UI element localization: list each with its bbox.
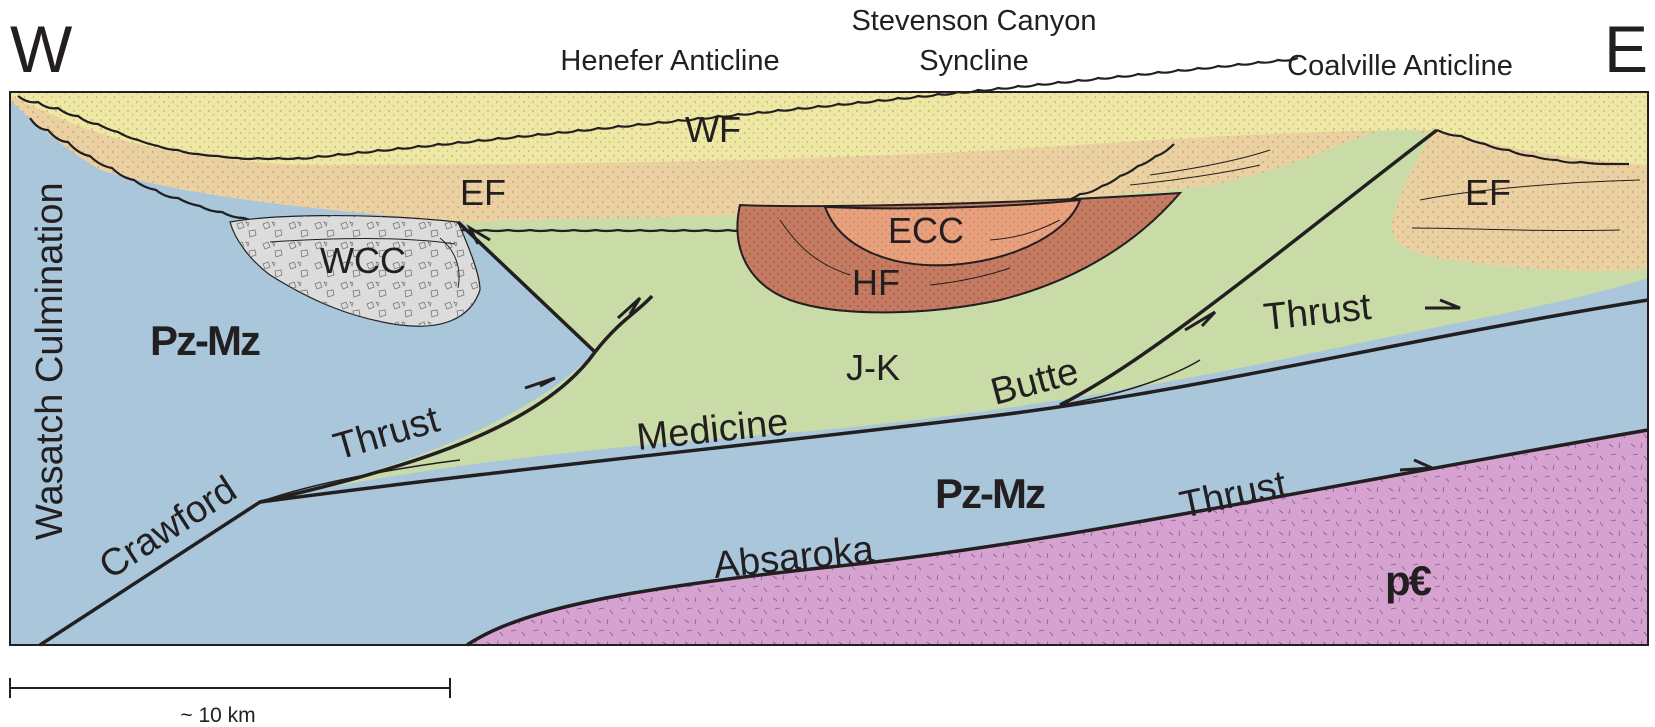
unit-ef-east-label: EF [1465,172,1511,213]
unit-pzmz-lower-label: Pz-Mz [935,470,1045,517]
west-label: W [10,12,73,86]
east-label: E [1604,12,1648,86]
unit-wcc-label: WCC [320,240,406,281]
unit-pzmz-upper-label: Pz-Mz [150,317,260,364]
unit-jk-area [260,125,1648,502]
wasatch-culmination-label: Wasatch Culmination [29,182,71,540]
unit-pc-label: p€ [1385,557,1432,604]
unit-wf-label: WF [685,109,741,150]
scale-label: ~ 10 km [180,704,255,727]
unit-jk-label: J-K [846,347,900,388]
unit-ecc-label: ECC [888,210,964,251]
back-thrust-line [456,220,597,354]
coalville-anticline-label: Coalville Anticline [1287,50,1513,82]
thrust-arrows [466,224,1461,472]
absaroka-thrust-line [466,428,1649,647]
frame-border [9,91,1649,646]
unit-ef-west-label: EF [460,172,506,213]
medicine-butte-thrust-line [259,298,1649,504]
wf-base-unconformity [17,56,1299,161]
scale-bar [9,678,451,698]
unit-hf-label: HF [852,262,900,303]
henefer-anticline-label: Henefer Anticline [560,45,779,77]
crawford-thrust-line [39,294,654,647]
stevenson-syncline-label: Syncline [919,45,1029,77]
stevenson-canyon-label: Stevenson Canyon [851,5,1096,37]
